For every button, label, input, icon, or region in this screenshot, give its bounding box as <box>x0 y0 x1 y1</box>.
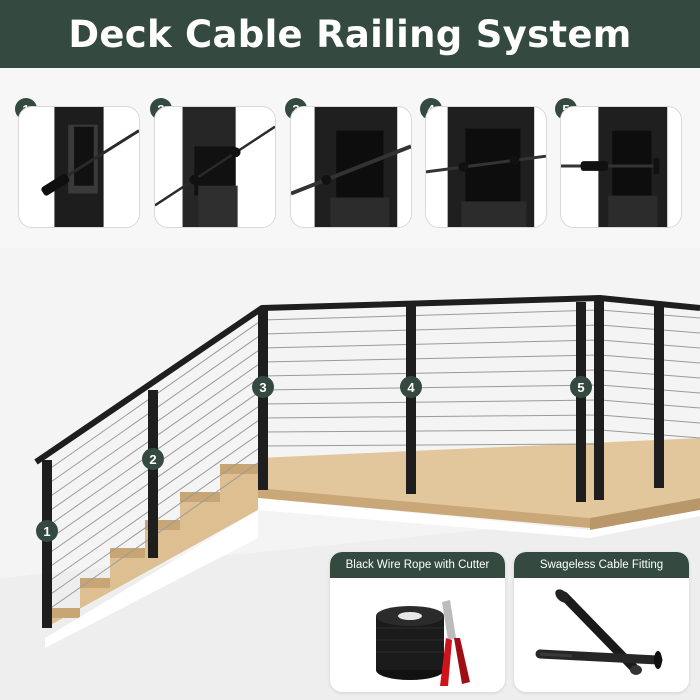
wire-rope-card: Black Wire Rope with Cutter <box>330 552 505 692</box>
cable-fitting-card: Swageless Cable Fitting <box>514 552 689 692</box>
wire-rope-image <box>376 600 470 686</box>
post-marker-4: 4 <box>400 376 422 398</box>
post-marker-3: 3 <box>252 376 274 398</box>
post-marker-5: 5 <box>570 376 592 398</box>
step-image-4 <box>425 106 547 228</box>
installation-steps: 1 2 3 4 5 <box>0 68 700 248</box>
post-marker-2: 2 <box>142 448 164 470</box>
post-marker-1: 1 <box>36 520 58 542</box>
page-title: Deck Cable Railing System <box>0 0 700 68</box>
wire-rope-card-label: Black Wire Rope with Cutter <box>330 552 505 578</box>
cable-fitting-card-label: Swageless Cable Fitting <box>514 552 689 578</box>
step-image-5 <box>560 106 682 228</box>
step-image-1 <box>18 106 140 228</box>
step-image-2 <box>154 106 276 228</box>
cable-fitting-image <box>535 589 663 675</box>
step-image-3 <box>290 106 412 228</box>
